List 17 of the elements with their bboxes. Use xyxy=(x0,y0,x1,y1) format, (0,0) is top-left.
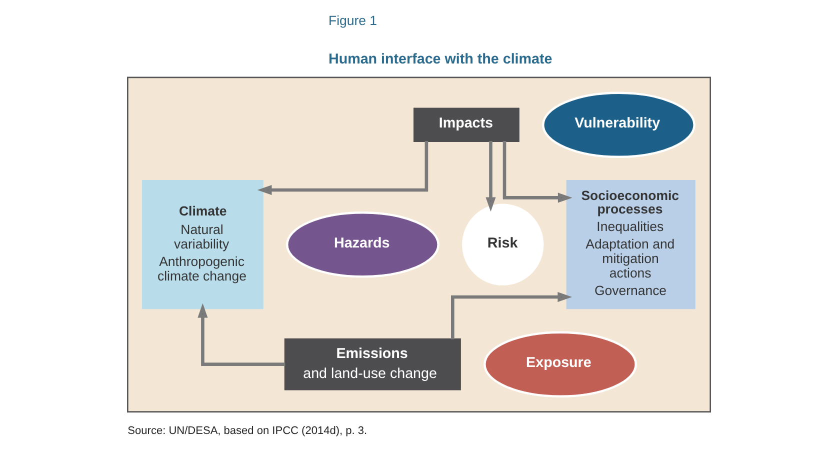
diagram-title: Human interface with the climate xyxy=(328,51,552,68)
node-ellipse: Exposure xyxy=(484,330,637,397)
arrow xyxy=(502,140,572,202)
node-box: Impacts xyxy=(413,107,520,142)
cluster xyxy=(127,76,711,412)
arrow xyxy=(257,140,428,195)
node-box: Emissions and land-use change xyxy=(284,338,461,390)
node-circle: Risk xyxy=(462,203,544,285)
node-box: Climate Natural variability Anthropogenic climate change xyxy=(142,180,264,309)
caption: Source: UN/DESA, based on IPCC (2014d), p. 3. xyxy=(128,424,368,436)
node-ellipse: Hazards xyxy=(286,211,440,278)
arrow xyxy=(486,140,496,212)
label: Figure 1 xyxy=(328,12,378,28)
node-ellipse: Vulnerability xyxy=(542,91,696,158)
node-box: Socioeconomic processes Inequalities Adaptation and mitigation actions Governance xyxy=(566,180,696,309)
arrow xyxy=(451,291,572,339)
arrow xyxy=(198,302,286,366)
